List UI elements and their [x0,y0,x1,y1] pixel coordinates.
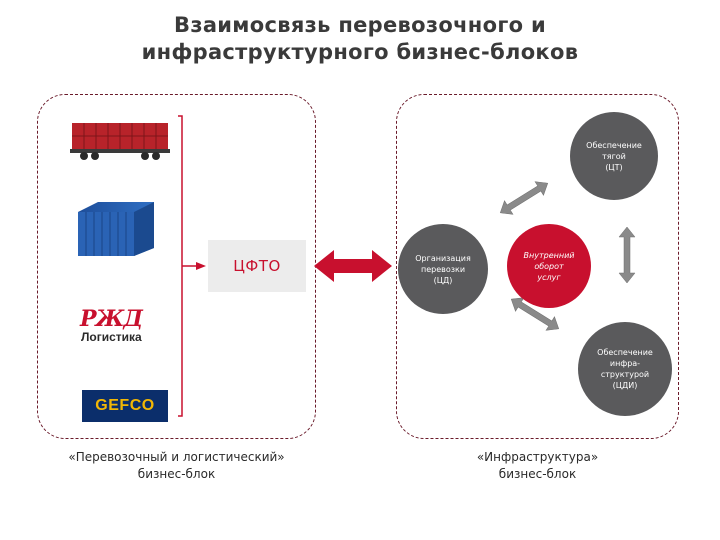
node-infrastructure-cdi: Обеспечение инфра- структурой (ЦДИ) [578,322,672,416]
rzd-logistics-text: Логистика [81,330,142,344]
left-block-caption: «Перевозочный и логистический» бизнес-бл… [68,450,285,481]
title-line-1: Взаимосвязь перевозочного и [174,13,546,37]
cfto-box: ЦФТО [208,240,306,292]
gray-arrow-cd-ct [499,181,549,215]
shipping-container-image [78,202,154,256]
node-transport-cd: Организация перевозки (ЦД) [398,224,488,314]
gray-arrow-cd-cdi [510,297,560,331]
node-internal-services: Внутренний оборот услуг [507,224,591,308]
infrastructure-block-panel [396,94,679,439]
node-traction-ct: Обеспечение тягой (ЦТ) [570,112,658,200]
gray-arrow-ct-cdi [618,226,636,284]
rzd-logistics-logo: РЖД Логистика [78,306,178,346]
gefco-logo: GEFCO [82,390,168,422]
red-double-arrow [314,250,392,282]
rzd-mark: РЖД [80,306,143,332]
right-block-caption: «Инфраструктура» бизнес-блок [476,450,599,481]
freight-wagon-image [70,123,170,160]
slide-title: Взаимосвязь перевозочного и инфраструкту… [0,12,720,66]
gefco-logo-text: GEFCO [95,397,155,414]
grouping-bracket [178,115,183,417]
title-line-2: инфраструктурного бизнес-блоков [141,40,579,64]
